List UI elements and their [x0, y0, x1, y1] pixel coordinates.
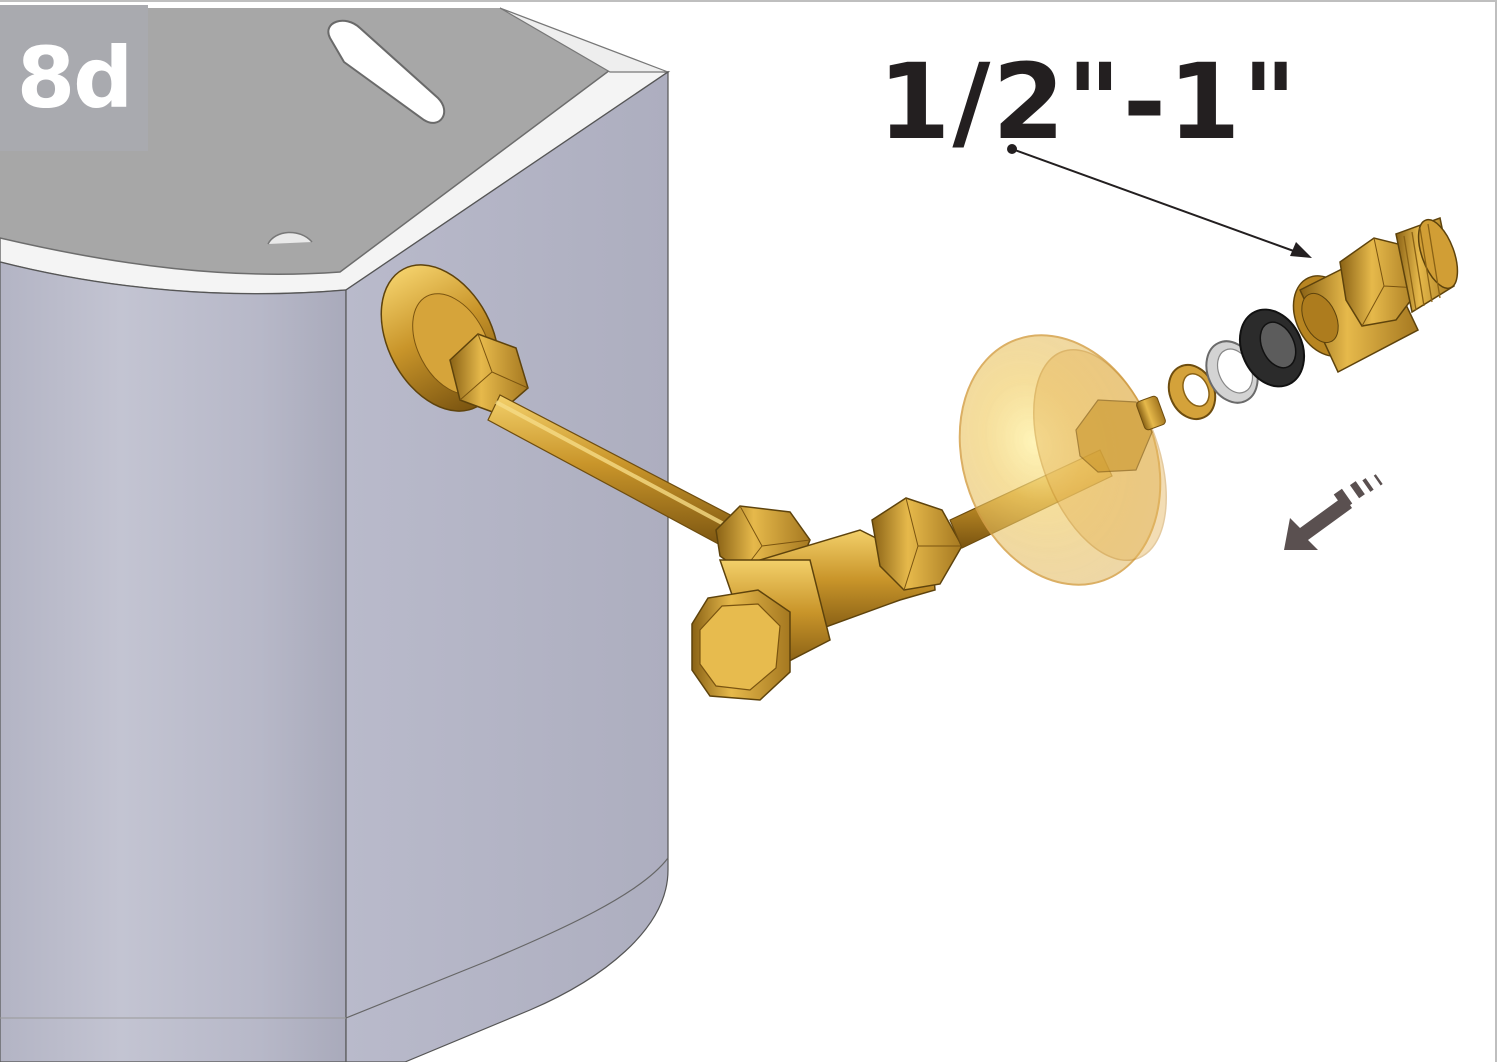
tank — [0, 7, 671, 1062]
size-callout: 1/2"-1" — [878, 41, 1299, 163]
rubber-seal — [1238, 308, 1306, 388]
step-badge: 8d — [0, 5, 148, 151]
tank-slot — [327, 19, 445, 124]
wall-flange — [380, 264, 529, 415]
threaded-adapter — [1292, 216, 1459, 374]
tank-top-surface — [0, 8, 610, 277]
decorative-cover — [958, 334, 1167, 586]
arrow-down-left-icon — [1284, 474, 1383, 550]
valve-tee — [691, 449, 1113, 701]
callout-leader — [1007, 144, 1312, 258]
olive-ring — [1167, 363, 1217, 421]
step-number: 8d — [16, 29, 134, 127]
tank-front-face — [0, 261, 347, 1062]
